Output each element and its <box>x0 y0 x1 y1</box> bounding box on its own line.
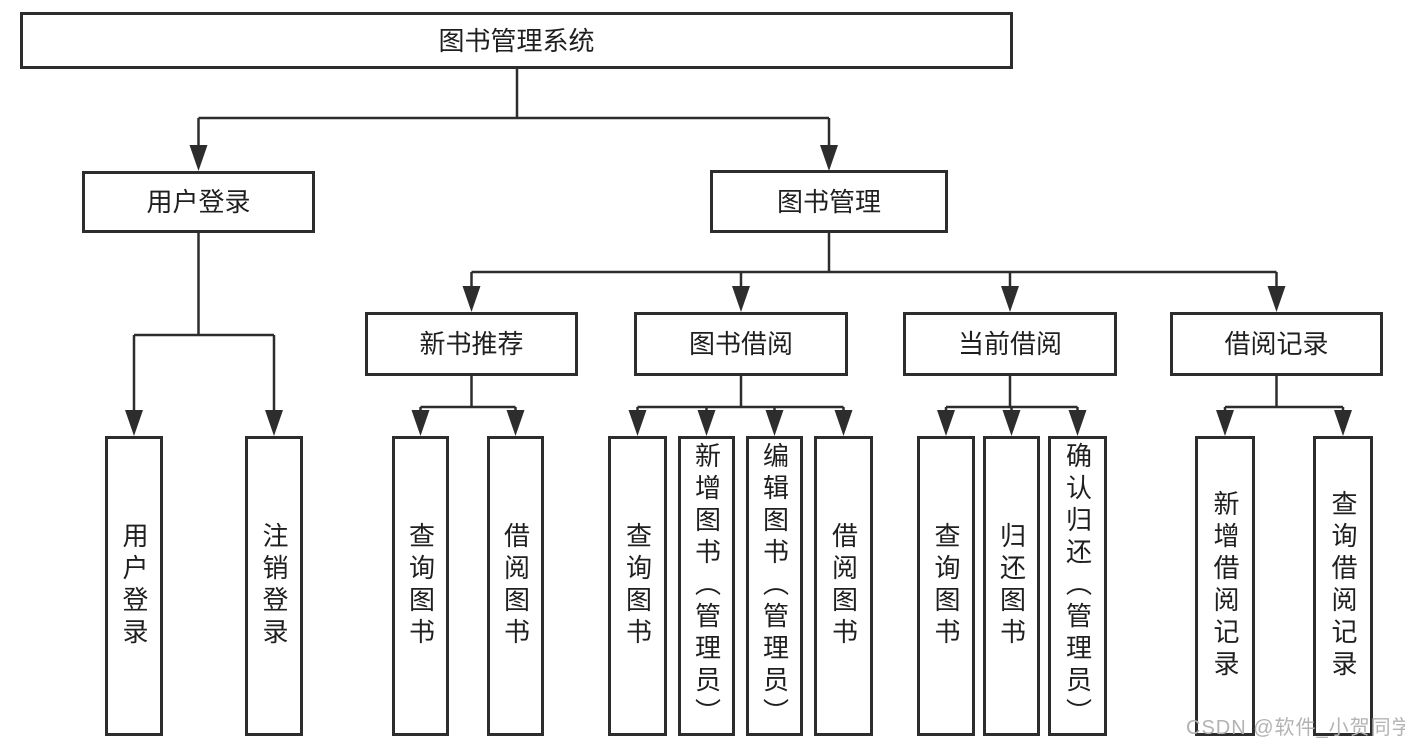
node-borrow-records-label: 借阅记录 <box>1224 329 1329 359</box>
node-leaf-br-query-record: 查询借阅记录 <box>1313 436 1373 736</box>
node-book-management-label: 图书管理 <box>776 186 881 217</box>
node-leaf-nbr-borrow-books-label: 借阅图书 <box>500 522 531 650</box>
node-leaf-cb-query-books: 查询图书 <box>917 436 975 736</box>
node-leaf-cb-return-books-label: 归还图书 <box>996 522 1027 650</box>
node-leaf-logout: 注销登录 <box>245 436 303 736</box>
node-leaf-user-login-label: 用户登录 <box>119 522 149 650</box>
node-leaf-cb-return-books: 归还图书 <box>983 436 1040 736</box>
node-leaf-bb-borrow-books-label: 借阅图书 <box>828 522 859 650</box>
node-user-login: 用户登录 <box>82 171 315 233</box>
node-leaf-br-query-record-label: 查询借阅记录 <box>1328 490 1358 682</box>
node-current-borrow: 当前借阅 <box>903 312 1117 376</box>
csdn-watermark: CSDN @软件_小贺同学 <box>1186 717 1405 739</box>
arrowheads <box>125 145 1352 436</box>
node-leaf-bb-add-books: 新增图书（管理员） <box>678 436 735 736</box>
node-user-login-label: 用户登录 <box>146 187 251 217</box>
node-leaf-bb-query-books-label: 查询图书 <box>622 522 653 650</box>
node-leaf-user-login: 用户登录 <box>105 436 163 736</box>
node-leaf-nbr-query-books-label: 查询图书 <box>405 522 436 650</box>
node-leaf-bb-edit-books: 编辑图书（管理员） <box>746 436 803 736</box>
node-leaf-nbr-borrow-books: 借阅图书 <box>487 436 544 736</box>
node-leaf-br-add-record: 新增借阅记录 <box>1195 436 1255 736</box>
node-book-management: 图书管理 <box>710 170 948 233</box>
node-book-borrow: 图书借阅 <box>634 312 848 376</box>
node-leaf-cb-confirm-return-label: 确认归还（管理员） <box>1062 442 1093 730</box>
node-leaf-cb-query-books-label: 查询图书 <box>931 522 961 650</box>
node-root: 图书管理系统 <box>20 12 1013 69</box>
node-new-book-recommend: 新书推荐 <box>365 312 578 376</box>
node-leaf-br-add-record-label: 新增借阅记录 <box>1210 490 1240 682</box>
node-new-book-recommend-label: 新书推荐 <box>419 329 524 359</box>
node-leaf-cb-confirm-return: 确认归还（管理员） <box>1048 436 1107 736</box>
node-leaf-bb-add-books-label: 新增图书（管理员） <box>691 442 722 730</box>
node-leaf-bb-query-books: 查询图书 <box>608 436 667 736</box>
node-root-label: 图书管理系统 <box>438 25 595 56</box>
node-current-borrow-label: 当前借阅 <box>957 329 1062 359</box>
node-leaf-bb-edit-books-label: 编辑图书（管理员） <box>759 442 790 730</box>
node-leaf-bb-borrow-books: 借阅图书 <box>814 436 873 736</box>
node-leaf-logout-label: 注销登录 <box>259 522 289 650</box>
node-leaf-nbr-query-books: 查询图书 <box>392 436 449 736</box>
node-book-borrow-label: 图书借阅 <box>688 329 793 359</box>
node-borrow-records: 借阅记录 <box>1170 312 1383 376</box>
